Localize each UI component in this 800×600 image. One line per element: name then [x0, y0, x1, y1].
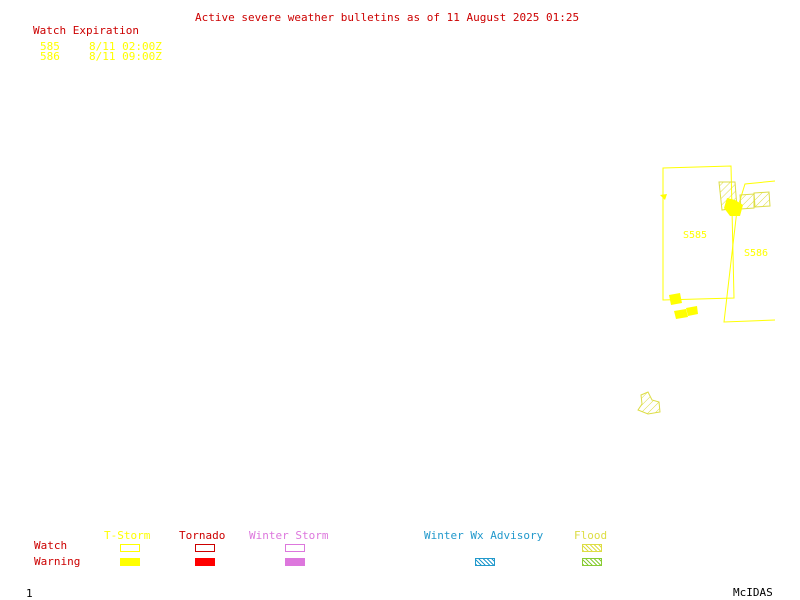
legend-tstorm-watch-swatch: [120, 544, 140, 552]
legend-winter-storm-warning-swatch: [285, 558, 305, 566]
legend-tstorm-label: T-Storm: [104, 529, 151, 542]
legend-winter-advisory-label: Winter Wx Advisory: [424, 529, 544, 542]
legend-row-watch: Watch: [34, 539, 68, 552]
legend-tornado-warning-swatch: [195, 558, 215, 566]
legend-winter-advisory-swatch: [475, 558, 495, 566]
watch-label-586: S586: [744, 248, 768, 259]
mcidas-brand: McIDAS: [733, 586, 773, 599]
flood-area-4: [637, 391, 661, 415]
flood-area-3: [753, 191, 771, 208]
map-title: Active severe weather bulletins as of 11…: [195, 11, 580, 24]
watch-id-586: 586: [40, 50, 60, 63]
legend-winter-storm-label: Winter Storm: [249, 529, 329, 542]
tstorm-warning-5: [660, 194, 667, 200]
watch-expiry-586: 8/11 09:00Z: [89, 50, 162, 63]
legend-flood-watch-swatch: [582, 544, 602, 552]
tstorm-warning-2: [669, 293, 682, 305]
tstorm-warning-1: [724, 198, 743, 216]
watch-label-585: S585: [683, 230, 707, 241]
legend-flood-label: Flood: [574, 529, 608, 542]
watch-585-outline: [662, 165, 735, 301]
tstorm-warning-4: [686, 306, 698, 316]
legend-row-warning: Warning: [34, 555, 81, 568]
watch-id-585: 585: [40, 40, 60, 53]
tstorm-warning-3: [674, 309, 688, 319]
legend-flood-warning-swatch: [582, 558, 602, 566]
watch-expiry-585: 8/11 02:00Z: [89, 40, 162, 53]
legend-tstorm-warning-swatch: [120, 558, 140, 566]
legend-winter-storm-watch-swatch: [285, 544, 305, 552]
legend-tornado-watch-swatch: [195, 544, 215, 552]
legend-tornado-label: Tornado: [179, 529, 226, 542]
frame-number: 1: [26, 587, 33, 600]
watch-expiration-header: Watch Expiration: [33, 24, 139, 37]
